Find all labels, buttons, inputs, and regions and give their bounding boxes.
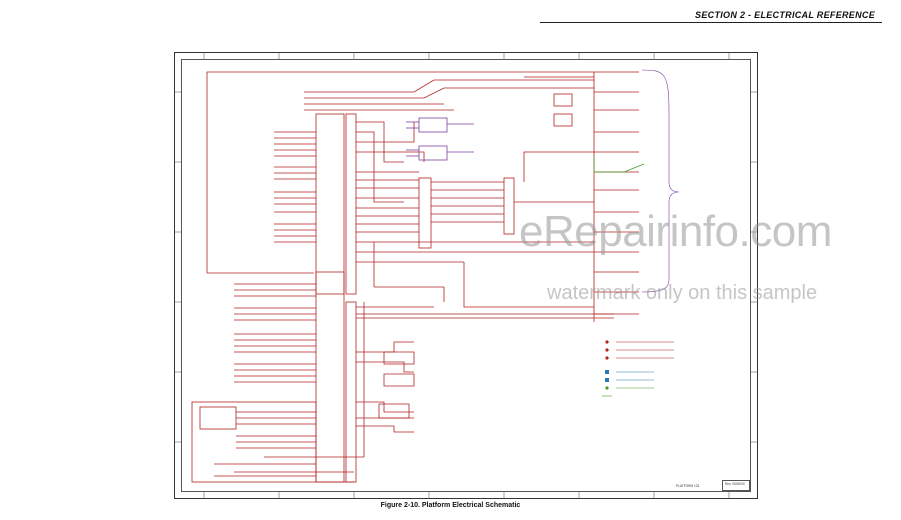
drawing-frame-outer [174,52,758,499]
schematic-wiring [191,71,639,483]
right-brace [641,69,680,293]
figure-caption: Figure 2-10. Platform Electrical Schemat… [380,502,521,509]
frame-grid-ticks [174,52,758,499]
drawing-frame-inner [181,59,751,492]
platform-electrical-schematic [174,52,758,499]
violet-components [406,117,474,161]
revision-box: Rev. 00/00/00 [722,480,750,491]
section-title: SECTION 2 - ELECTRICAL REFERENCE [695,10,875,20]
green-wire [593,157,645,173]
part-number: PLATFORM 123 [676,484,700,488]
header-rule [540,22,882,23]
legend [602,340,674,397]
